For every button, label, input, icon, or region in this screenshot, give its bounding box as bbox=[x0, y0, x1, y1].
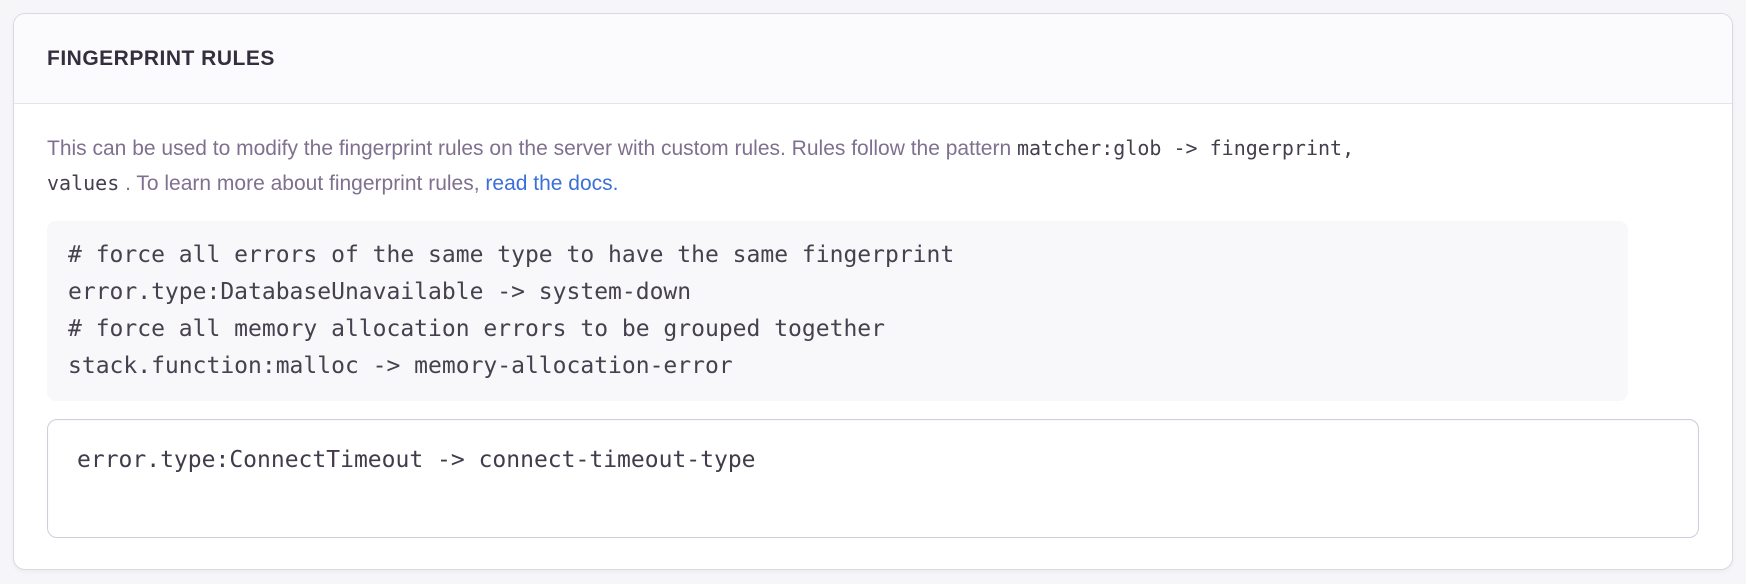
panel-body: This can be used to modify the fingerpri… bbox=[14, 104, 1732, 569]
panel-title: FINGERPRINT RULES bbox=[47, 46, 275, 70]
description-text-trail: . To learn more about fingerprint rules, bbox=[119, 172, 486, 195]
fingerprint-rules-panel: FINGERPRINT RULES This can be used to mo… bbox=[13, 13, 1733, 570]
field-description: This can be used to modify the fingerpri… bbox=[47, 131, 1628, 201]
panel-header: FINGERPRINT RULES bbox=[14, 14, 1732, 104]
read-the-docs-link[interactable]: read the docs. bbox=[485, 172, 619, 195]
fingerprint-rules-textarea[interactable]: error.type:ConnectTimeout -> connect-tim… bbox=[47, 419, 1699, 538]
example-code-block: # force all errors of the same type to h… bbox=[47, 221, 1628, 401]
pattern-inline-code-values: values bbox=[47, 171, 120, 195]
pattern-inline-code: matcher:glob -> fingerprint, bbox=[1016, 136, 1355, 160]
description-text-lead: This can be used to modify the fingerpri… bbox=[47, 137, 1017, 160]
